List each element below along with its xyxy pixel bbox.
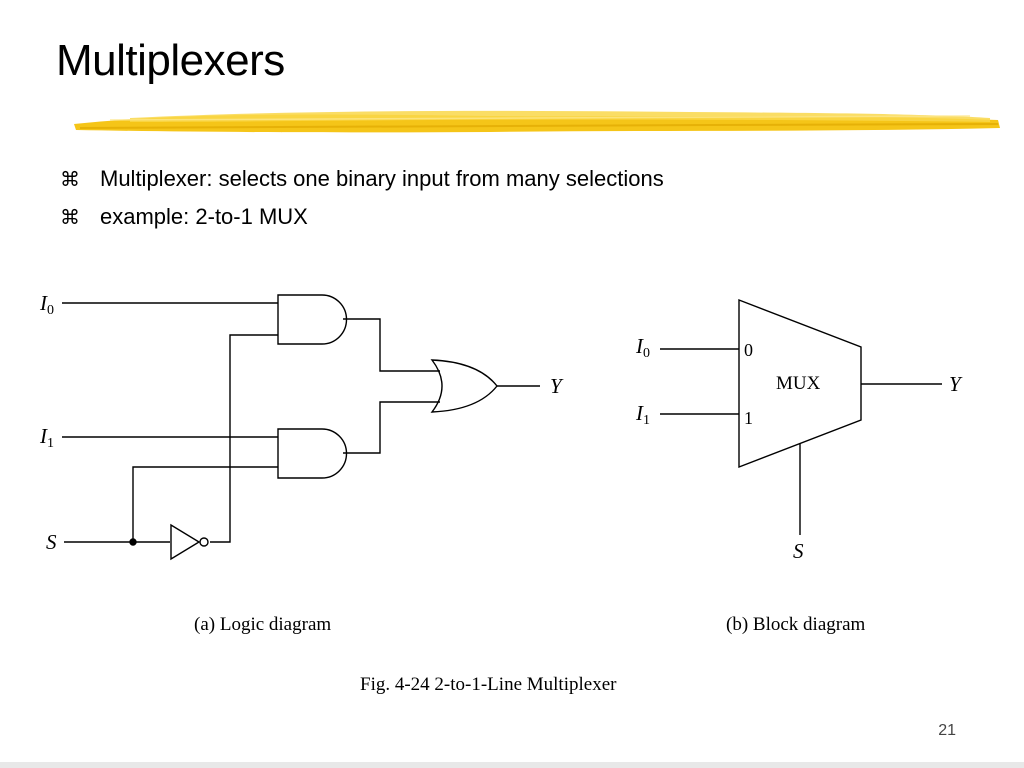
logic-diagram xyxy=(62,294,540,561)
i0-label: I0 xyxy=(39,291,54,318)
block-diagram-caption: (b) Block diagram xyxy=(726,614,866,635)
block-diagram xyxy=(660,298,942,535)
mux-y-label: Y xyxy=(949,372,963,396)
not-gate xyxy=(170,523,201,561)
and2-to-or-wire xyxy=(343,401,440,454)
logic-diagram-labels: I0 I1 S Y xyxy=(39,291,564,554)
slide-title: Multiplexers xyxy=(56,36,285,85)
command-key-icon: ⌘ xyxy=(60,205,80,229)
i1-label: I1 xyxy=(39,424,54,451)
mux-port-1-label: 1 xyxy=(744,408,753,428)
s-to-and2-wire xyxy=(132,466,278,542)
and1-to-or-wire xyxy=(343,318,440,372)
bullet-text: Multiplexer: selects one binary input fr… xyxy=(100,166,664,191)
junction-dot xyxy=(129,538,137,546)
slide-footer-bar xyxy=(0,762,1024,768)
not-gate-bubble xyxy=(199,537,209,547)
bullet-item: ⌘ example: 2-to-1 MUX xyxy=(60,198,664,236)
and-gate-1 xyxy=(277,294,348,345)
bullet-item: ⌘ Multiplexer: selects one binary input … xyxy=(60,160,664,198)
mux-label: MUX xyxy=(776,373,821,394)
and-gate-2 xyxy=(277,428,348,479)
bullet-text: example: 2-to-1 MUX xyxy=(100,204,308,229)
s-inverted-to-and1-wire xyxy=(210,334,278,543)
s-label: S xyxy=(46,530,57,554)
y-label: Y xyxy=(550,374,564,398)
block-diagram-labels: I0 I1 0 1 MUX Y S xyxy=(635,334,963,563)
logic-diagram-caption: (a) Logic diagram xyxy=(194,614,331,635)
figure-caption: Fig. 4-24 2-to-1-Line Multiplexer xyxy=(360,674,617,695)
mux-block xyxy=(738,298,862,469)
title-underline-brushstroke xyxy=(74,110,1000,133)
mux-s-label: S xyxy=(793,539,804,563)
or-gate xyxy=(430,359,498,413)
mux-i1-label: I1 xyxy=(635,401,650,428)
page-number: 21 xyxy=(938,722,956,739)
bullet-list: ⌘ Multiplexer: selects one binary input … xyxy=(60,160,664,236)
command-key-icon: ⌘ xyxy=(60,167,80,191)
mux-port-0-label: 0 xyxy=(744,340,753,360)
mux-i0-label: I0 xyxy=(635,334,650,361)
